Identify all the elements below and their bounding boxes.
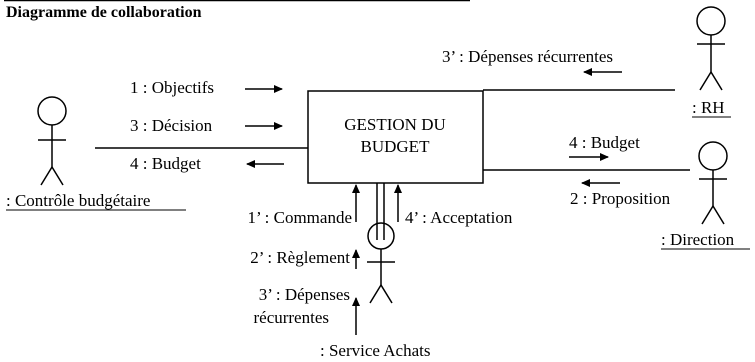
msg-commande: 1’ : Commande	[248, 208, 353, 227]
actor-achats-label: : Service Achats	[320, 341, 430, 360]
msg-objectifs: 1 : Objectifs	[130, 78, 214, 97]
actor-controle-icon	[37, 96, 67, 186]
msg-proposition: 2 : Proposition	[570, 189, 671, 208]
actor-direction-icon	[698, 141, 728, 225]
msg-acceptation: 4’ : Acceptation	[405, 208, 513, 227]
diagram-title: Diagramme de collaboration	[6, 4, 202, 21]
msg-reglement: 2’ : Règlement	[250, 248, 350, 267]
actor-rh-label: : RH	[692, 98, 725, 117]
msg-depenses-rh: 3’ : Dépenses récurrentes	[442, 47, 613, 66]
actor-direction-label: : Direction	[661, 230, 735, 249]
actor-rh-icon	[696, 6, 726, 91]
system-label-line2: BUDGET	[361, 137, 431, 156]
msg-depenses-achats-line1: 3’ : Dépenses	[259, 285, 350, 304]
msg-budget-out: 4 : Budget	[130, 154, 201, 173]
actor-controle-label: : Contrôle budgétaire	[6, 191, 150, 210]
actor-achats-icon	[367, 222, 395, 304]
msg-depenses-achats-line2: récurrentes	[253, 308, 329, 327]
system-box	[307, 90, 484, 184]
system-label-line1: GESTION DU	[344, 115, 446, 134]
msg-decision: 3 : Décision	[130, 116, 213, 135]
msg-budget-dir: 4 : Budget	[569, 133, 640, 152]
